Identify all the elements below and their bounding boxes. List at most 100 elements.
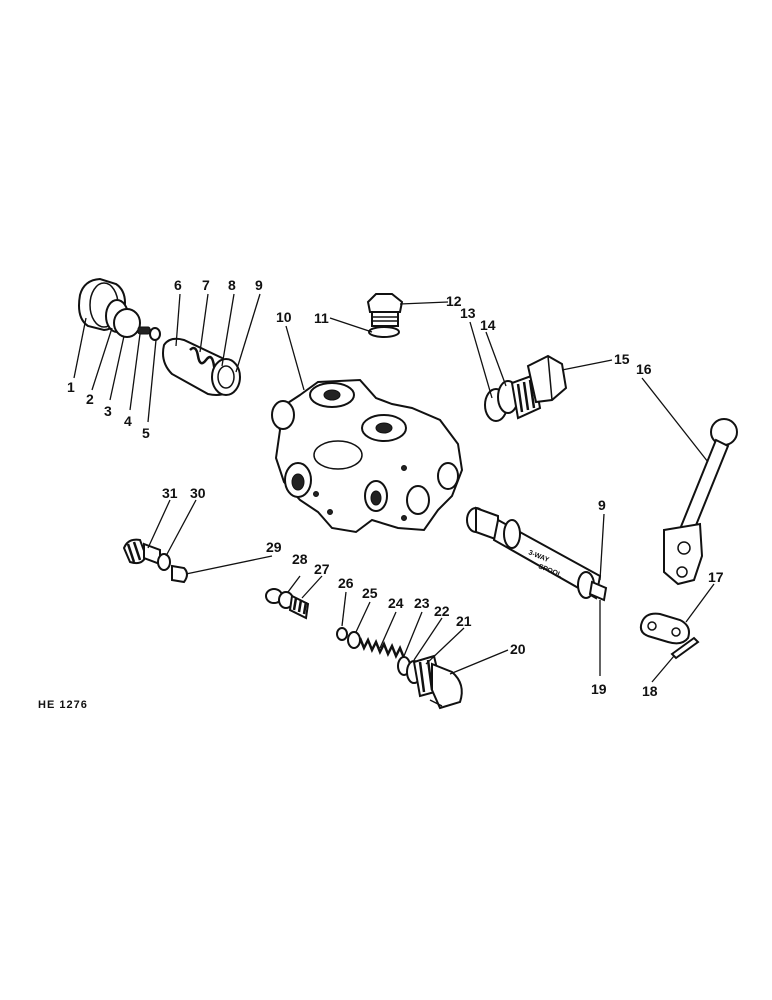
part-26-ball — [336, 627, 348, 641]
valve-left-port-hole — [291, 473, 305, 491]
leader-line — [399, 301, 449, 305]
label-part-18: 18 — [642, 683, 658, 699]
handle-pivot-hole — [677, 541, 691, 555]
part-9-ring — [217, 365, 235, 389]
label-part-3: 3 — [104, 403, 112, 419]
label-part-9-spool: 9 — [598, 497, 606, 513]
part-12-plug-thread — [371, 311, 399, 327]
leader-line — [651, 655, 675, 683]
valve-face-oval — [313, 440, 363, 470]
label-part-16: 16 — [636, 361, 652, 377]
part-plug-group — [366, 293, 404, 338]
part-18-pin — [670, 636, 700, 660]
valve-bolt-hole — [313, 491, 319, 497]
leader-line — [91, 327, 113, 391]
label-part-13: 13 — [460, 305, 476, 321]
spool-collar — [503, 519, 521, 549]
leader-line — [485, 331, 507, 387]
leader-line — [221, 293, 235, 367]
label-part-2: 2 — [86, 391, 94, 407]
valve-right-port — [406, 485, 430, 515]
leader-line — [147, 339, 157, 423]
link-hole — [671, 627, 681, 637]
valve-top-port — [323, 389, 341, 401]
part-lower-assembly — [336, 627, 463, 710]
part-29-plug — [171, 564, 188, 584]
part-25-seat — [347, 631, 361, 649]
figure-code: HE 1276 — [38, 699, 88, 711]
part-15-hex-nut — [526, 354, 568, 404]
label-part-21: 21 — [456, 613, 472, 629]
label-part-22: 22 — [434, 603, 450, 619]
label-part-12: 12 — [446, 293, 462, 309]
label-part-4: 4 — [124, 413, 132, 429]
leader-line — [199, 293, 209, 353]
leader-line — [185, 555, 273, 575]
label-part-25: 25 — [362, 585, 378, 601]
label-part-28: 28 — [292, 551, 308, 567]
leader-line — [285, 325, 305, 391]
valve-front-port-hole — [370, 490, 382, 506]
part-8-washer — [211, 358, 241, 396]
label-part-6: 6 — [174, 277, 182, 293]
leader-line — [379, 611, 397, 649]
label-part-8: 8 — [228, 277, 236, 293]
leader-line — [329, 317, 373, 333]
leader-lines — [73, 293, 715, 683]
label-part-15: 15 — [614, 351, 630, 367]
part-11-o-ring — [368, 326, 400, 338]
label-part-27: 27 — [314, 561, 330, 577]
part-5-ring — [149, 327, 161, 341]
label-part-14: 14 — [480, 317, 496, 333]
part-15-thread-lines — [516, 379, 536, 413]
label-part-7: 7 — [202, 277, 210, 293]
valve-bolt-hole — [401, 515, 407, 521]
label-part-29: 29 — [266, 539, 282, 555]
valve-bolt-hole — [327, 509, 333, 515]
handle-pivot-hole — [676, 566, 688, 578]
part-10-valve-body — [271, 378, 464, 534]
label-part-24: 24 — [388, 595, 404, 611]
valve-rear-boss — [271, 400, 295, 430]
part-27-thread — [292, 597, 308, 615]
leader-line — [73, 317, 87, 379]
valve-bolt-hole — [401, 465, 407, 471]
leader-line — [425, 627, 465, 665]
leader-line — [147, 499, 171, 549]
label-part-9: 9 — [255, 277, 263, 293]
leader-line — [449, 649, 509, 675]
part-30-ring — [157, 553, 171, 571]
leader-line — [109, 335, 125, 401]
valve-center-port — [375, 422, 393, 434]
leader-line — [413, 617, 443, 661]
label-part-17: 17 — [708, 569, 724, 585]
leader-line — [287, 575, 301, 593]
leader-line — [469, 321, 493, 399]
part-check-group — [265, 588, 310, 620]
leader-line — [599, 513, 605, 581]
leader-line — [641, 377, 709, 463]
leader-line — [301, 575, 323, 599]
leader-line — [355, 601, 371, 633]
leader-line — [685, 583, 715, 623]
part-3-disc — [113, 308, 141, 338]
part-fitting-group — [484, 354, 568, 422]
part-cap-group — [78, 277, 161, 341]
label-part-31: 31 — [162, 485, 178, 501]
spool-shaft — [492, 518, 602, 600]
label-part-20: 20 — [510, 641, 526, 657]
label-part-11: 11 — [314, 310, 329, 326]
link-hole — [647, 621, 657, 631]
part-link-group — [639, 612, 700, 660]
label-part-5: 5 — [142, 425, 150, 441]
spool-end — [588, 580, 608, 602]
part-31-knurl — [126, 541, 142, 563]
leader-line — [341, 591, 347, 627]
part-24-spring — [358, 636, 406, 660]
part-relief-group — [122, 538, 188, 584]
hex-edge — [547, 355, 553, 401]
part-labels: 1 2 3 4 5 6 7 8 9 10 11 12 13 14 15 16 1… — [67, 277, 724, 699]
leader-line — [235, 293, 261, 373]
label-part-19: 19 — [591, 681, 607, 697]
